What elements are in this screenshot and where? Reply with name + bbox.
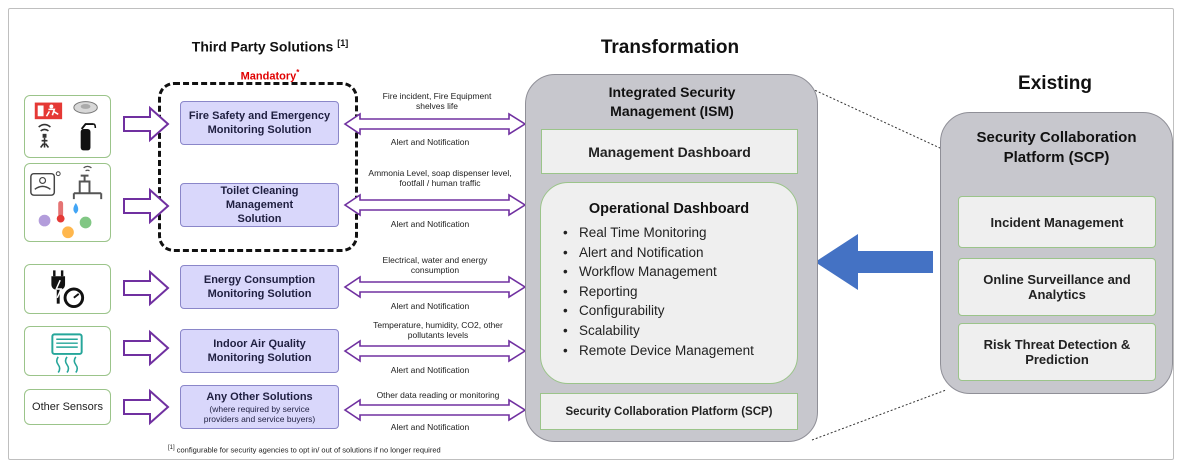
feature-list: Real Time Monitoring Alert and Notificat…	[541, 223, 797, 360]
footnote: [1] configurable for security agencies t…	[168, 445, 441, 455]
handwash-icon	[30, 171, 61, 196]
ism-scp-box: Security Collaboration Platform (SCP)	[540, 393, 798, 430]
flow-in-label-toilet: Ammonia Level, soap dispenser level, foo…	[368, 168, 512, 188]
flow-out-label-fire: Alert and Notification	[390, 137, 470, 147]
mandatory-label: Mandatory*	[240, 68, 300, 83]
scp-item-surveillance: Online Surveillance and Analytics	[958, 258, 1156, 316]
big-blue-arrow	[815, 234, 933, 290]
fire-extinguisher-icon	[80, 123, 97, 151]
droplet-icon	[73, 202, 79, 214]
scp-title: Security Collaboration Platform (SCP)	[976, 129, 1137, 166]
solution-energy: Energy Consumption Monitoring Solution	[180, 265, 339, 309]
zoom-line-bottom	[811, 389, 947, 441]
feature-item: Real Time Monitoring	[563, 223, 797, 243]
feature-item: Scalability	[563, 321, 797, 341]
solution-fire-safety: Fire Safety and Emergency Monitoring Sol…	[180, 101, 339, 145]
management-dashboard-box: Management Dashboard	[541, 129, 798, 174]
scp-item-incident: Incident Management	[958, 196, 1156, 248]
solution-indoor-air: Indoor Air Quality Monitoring Solution	[180, 329, 339, 373]
feature-item: Configurability	[563, 301, 797, 321]
diagram-frame	[8, 8, 1174, 460]
energy-sensors-box	[24, 264, 111, 314]
feature-item: Workflow Management	[563, 262, 797, 282]
toilet-sensors-box	[24, 163, 111, 242]
scp-item-risk: Risk Threat Detection & Prediction	[958, 323, 1156, 381]
fire-sensors-box	[24, 95, 111, 158]
input-arrow-air	[123, 329, 170, 367]
air-sensors-box	[24, 326, 111, 376]
ism-title: Integrated Security Management (ISM)	[608, 84, 736, 119]
sprinkler-icon	[38, 123, 51, 148]
flow-in-label-fire: Fire incident, Fire Equipment shelves li…	[382, 91, 492, 111]
thermometer-icon	[56, 201, 65, 223]
flow-arrow-energy	[343, 275, 527, 299]
flow-out-label-energy: Alert and Notification	[390, 301, 470, 311]
input-arrow-energy	[123, 269, 170, 307]
flow-arrow-fire	[343, 112, 527, 136]
feature-item: Remote Device Management	[563, 341, 797, 361]
solution-toilet-cleaning: Toilet Cleaning Management Solution	[180, 183, 339, 227]
transformation-header: Transformation	[600, 37, 740, 58]
fire-exit-icon	[34, 102, 63, 120]
feature-item: Reporting	[563, 282, 797, 302]
smoke-detector-icon	[73, 101, 98, 114]
flow-in-label-air: Temperature, humidity, CO2, other pollut…	[373, 320, 503, 340]
solution-any-other: Any Other Solutions (where required by s…	[180, 385, 339, 429]
air-conditioner-icon	[51, 333, 83, 373]
zoom-line-top	[796, 81, 941, 149]
other-sensors-box: Other Sensors	[24, 389, 111, 425]
mandatory-group-border	[158, 82, 358, 252]
input-arrow-toilet	[123, 187, 170, 225]
flow-in-label-energy: Electrical, water and energy consumption	[382, 255, 488, 275]
faucet-icon	[72, 165, 103, 200]
third-party-header: Third Party Solutions [1]	[191, 38, 349, 55]
feature-item: Alert and Notification	[563, 243, 797, 263]
flow-arrow-air	[343, 339, 527, 363]
plug-gauge-icon	[51, 270, 85, 309]
flow-arrow-other	[343, 398, 527, 422]
existing-header: Existing	[1018, 73, 1092, 94]
operational-dashboard-box: Operational Dashboard Real Time Monitori…	[540, 182, 798, 384]
operational-dashboard-title: Operational Dashboard	[588, 201, 750, 217]
flow-out-label-toilet: Alert and Notification	[390, 219, 470, 229]
flow-in-label-other: Other data reading or monitoring	[376, 390, 500, 400]
flow-out-label-air: Alert and Notification	[390, 365, 470, 375]
flow-arrow-toilet	[343, 193, 527, 217]
input-arrow-fire	[123, 105, 170, 143]
flow-out-label-other: Alert and Notification	[390, 422, 470, 432]
input-arrow-other	[123, 388, 170, 426]
